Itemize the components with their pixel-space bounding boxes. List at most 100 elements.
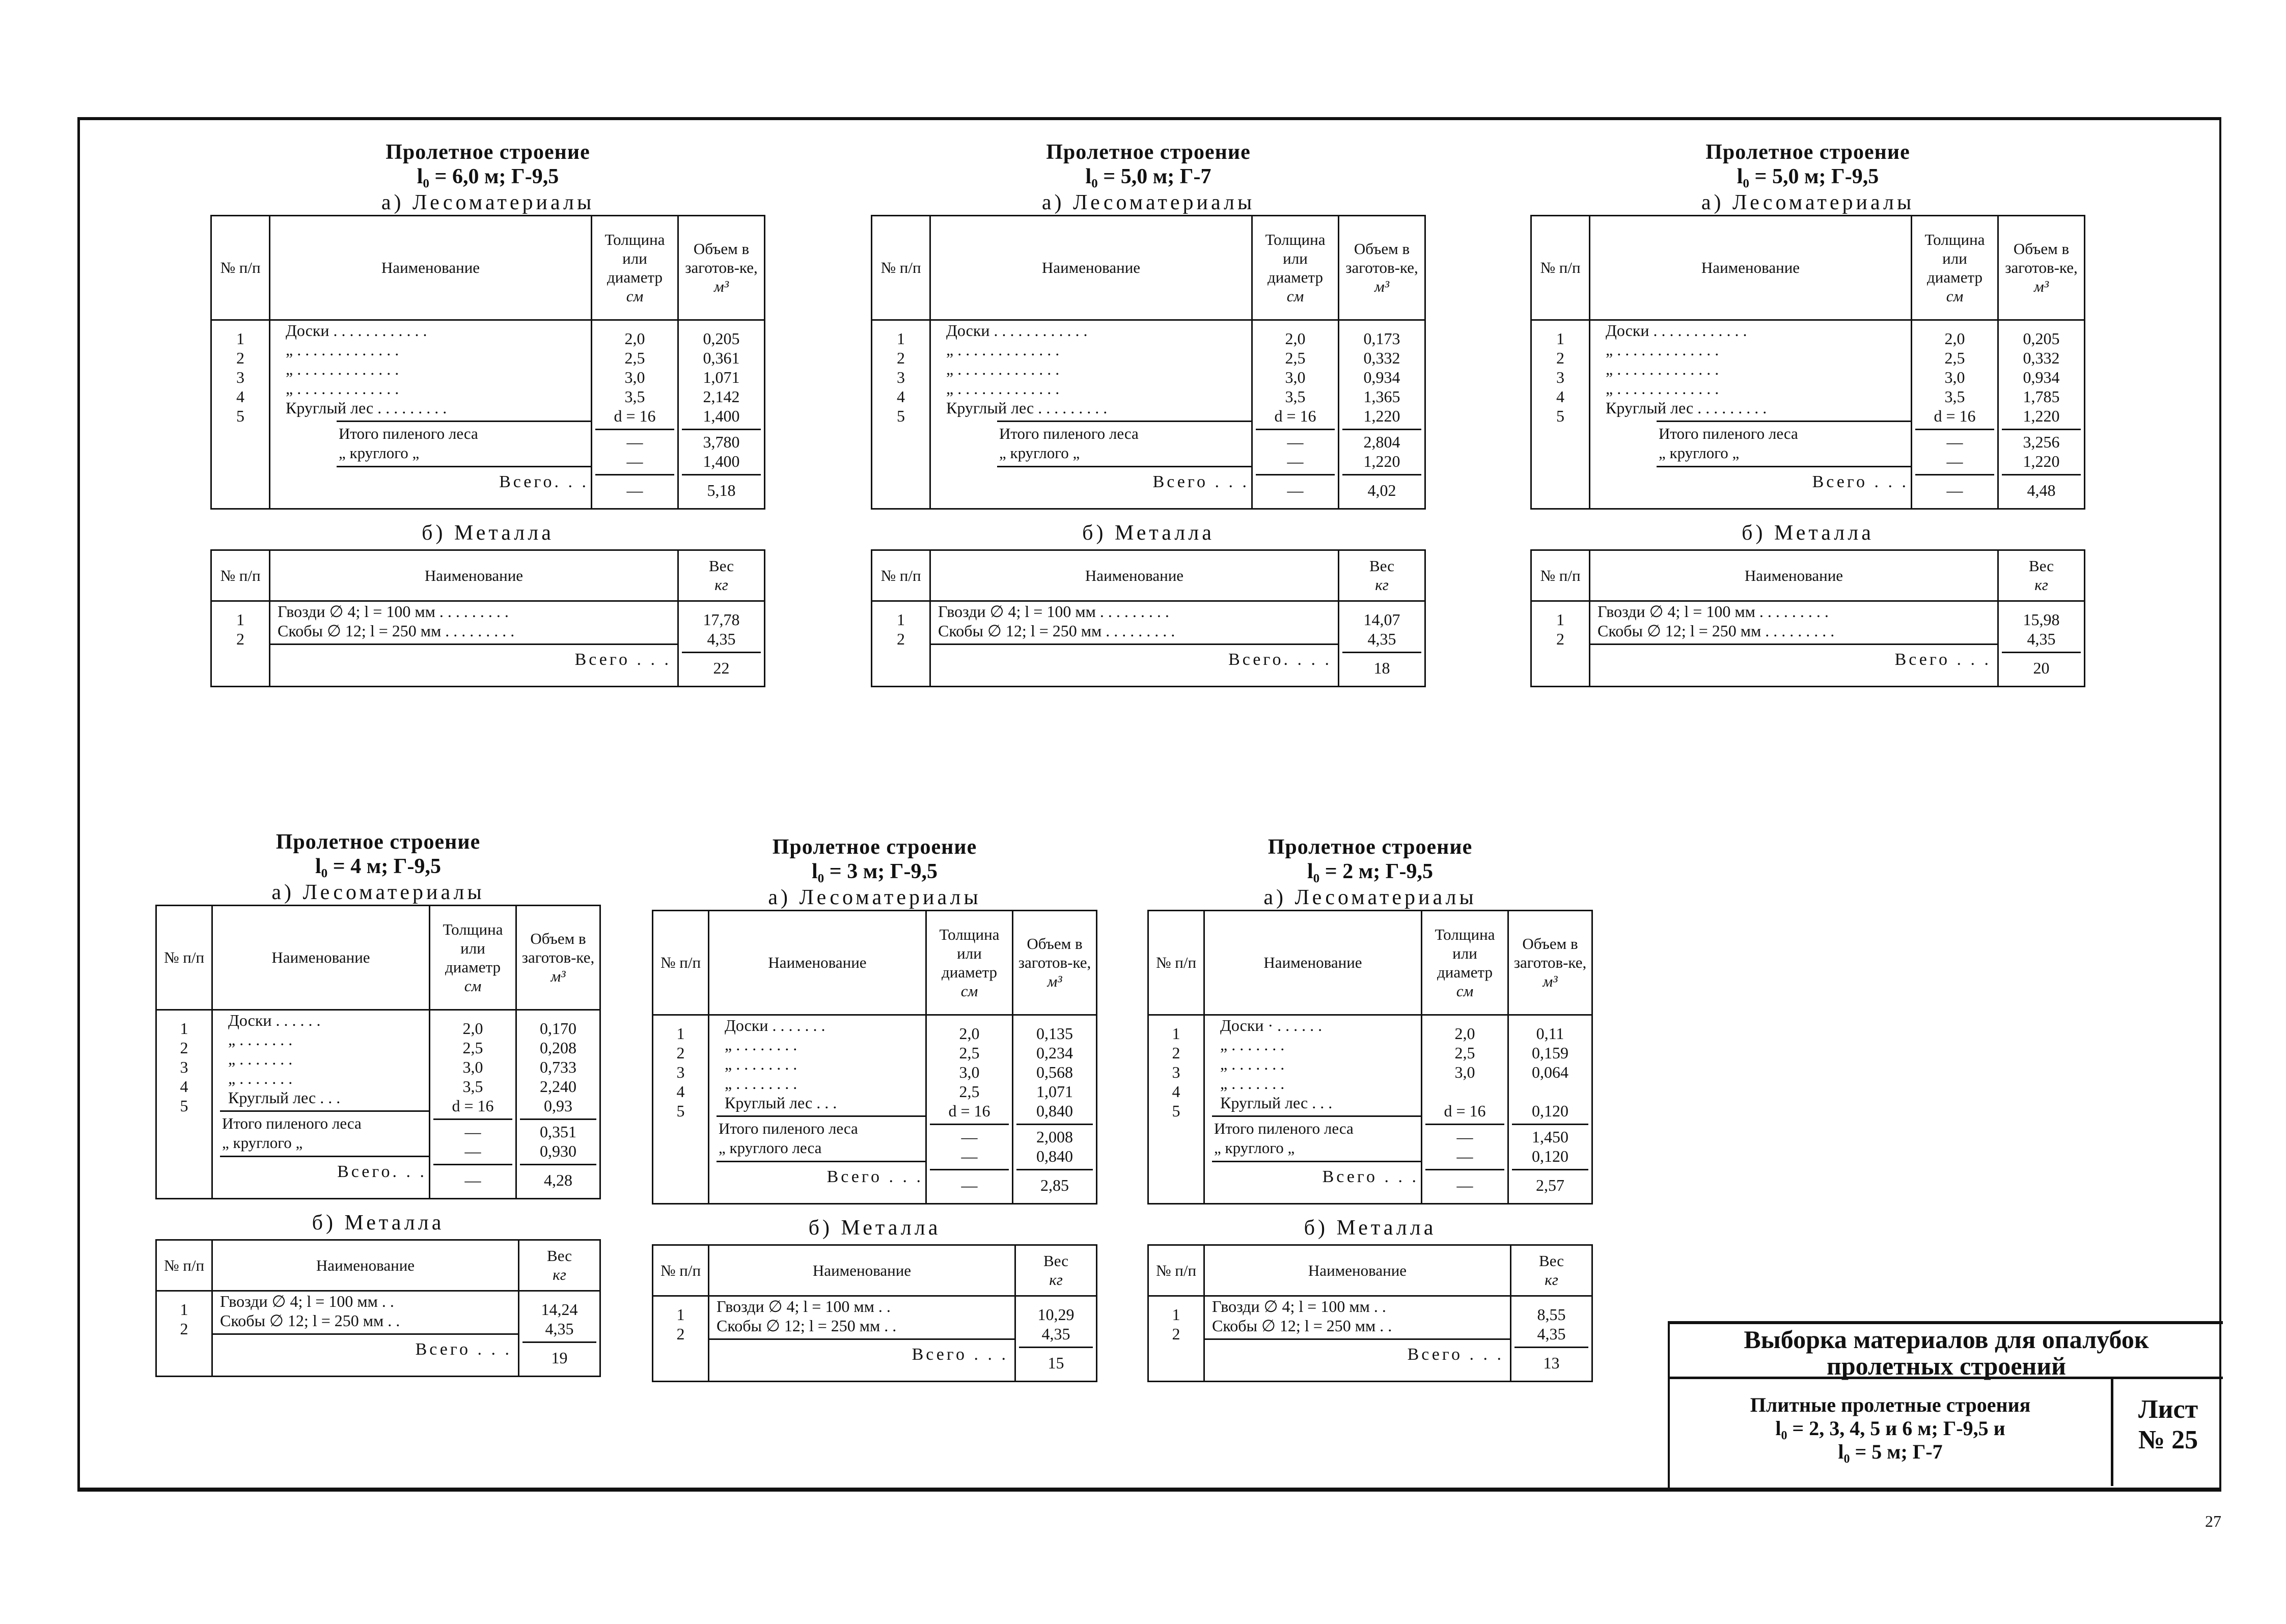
header-weight-unit: кг [2034,576,2048,594]
header-weight-label: Вес [1043,1252,1068,1270]
lumber-total-thickness: — [595,473,674,507]
subtotal-name: Итого пиленого леса [719,1119,858,1137]
lumber-row-volume: 1,071 [1036,1082,1073,1101]
lumber-row-volume: 0,568 [1036,1062,1073,1081]
metal-row-num: 2 [676,1324,685,1343]
metal-row-num: 2 [897,629,905,648]
metal-total-label: Всего . . . [709,1338,1014,1371]
metal-total-weight: 13 [1514,1346,1588,1380]
block-spec: l₀ = 6,0 м; Г-9,5 [417,165,559,189]
lumber-total-thickness: — [930,1168,1009,1202]
lumber-row-volume: 0,93 [544,1096,572,1115]
subtotal-name: „ круглого „ [1214,1138,1295,1157]
thick-subtotals: —— [1425,1123,1504,1166]
metal-name-cell: Гвозди ∅ 4; l = 100 мм . .Скобы ∅ 12; l … [211,1290,519,1377]
subtotal-thickness: — [464,1122,481,1141]
lumber-row-thickness: 2,5 [1944,348,1965,367]
lumber-row-num: 2 [180,1038,188,1057]
lumber-row-thickness: 3,0 [959,1062,980,1081]
header-thickness-label: Толщина или диаметр [1435,925,1495,981]
stamp-desc-line2: l₀ = 2, 3, 4, 5 и 6 м; Г-9,5 и [1775,1417,2005,1440]
header-thickness-unit: см [1946,287,1964,305]
subtotal-volume: 1,220 [2023,452,2060,470]
header-weight-label: Вес [1369,557,1394,575]
lumber-row-thickness: 2,0 [624,329,645,348]
header-num: № п/п [652,909,709,1016]
block-title: Пролетное строение [1046,141,1251,164]
lumber-row-volume: 1,785 [2023,387,2060,406]
lumber-row-volume: 0,135 [1036,1024,1073,1043]
header-weight-label: Вес [709,557,734,575]
lumber-row-name: Доски . . . . . . . . . . . . [1606,321,1747,340]
metal-row-num: 2 [236,629,244,648]
subtotal-volume: 2,804 [1363,432,1400,451]
subtotal-volume: 0,930 [540,1141,576,1160]
lumber-row-num: 3 [1556,368,1564,386]
lumber-row-volume: 0,361 [703,348,740,367]
lumber-row-num: 5 [236,406,244,425]
header-name: Наименование [1589,549,1999,602]
metal-row-weight: 4,35 [1041,1324,1070,1343]
block-title: Пролетное строение [1268,835,1473,859]
lumber-row-num: 4 [236,387,244,406]
header-volume-label: Объем в заготов-ке, [1345,240,1418,277]
metal-row-name: Гвозди ∅ 4; l = 100 мм . . [1212,1297,1386,1315]
lumber-row-num: 4 [180,1077,188,1096]
header-thickness-unit: см [960,982,978,1000]
metal-row-weight: 14,24 [541,1300,578,1319]
subtotal-thickness: — [961,1146,978,1165]
header-volume-unit: м³ [550,967,566,986]
lumber-row-thickness: 3,5 [462,1077,483,1096]
header-volume-unit: м³ [1374,277,1390,296]
header-thickness-label: Толщина или диаметр [604,230,665,286]
lumber-row-volume: 0,173 [1363,329,1400,348]
metal-section-title: б) Металла [1304,1216,1437,1240]
lumber-row-num: 2 [1556,348,1564,367]
lumber-row-thickness: 3,5 [1285,387,1306,406]
lumber-row-num: 3 [236,368,244,386]
header-num: № п/п [652,1244,709,1297]
metal-row-name: Скобы ∅ 12; l = 250 мм . . . . . . . . . [278,621,515,640]
header-num: № п/п [871,214,931,321]
lumber-row-num: 2 [1172,1043,1180,1062]
header-name: Наименование [708,1244,1016,1297]
metal-row-weight: 8,55 [1537,1305,1566,1324]
header-name: Наименование [1203,1244,1511,1297]
header-volume-unit: м³ [2033,277,2049,296]
header-thickness-unit: см [464,977,482,995]
lumber-row-thickness: 2,5 [624,348,645,367]
metal-row-name: Гвозди ∅ 4; l = 100 мм . . [717,1297,891,1315]
metal-name-cell: Гвозди ∅ 4; l = 100 мм . .Скобы ∅ 12; l … [708,1295,1016,1382]
metal-total-weight: 20 [2002,651,2081,685]
lumber-row-num: 2 [676,1043,685,1062]
lumber-row-num: 5 [897,406,905,425]
header-num: № п/п [1147,909,1205,1016]
title-stamp: Выборка материалов для опалубок пролетны… [1668,1321,2223,1488]
header-weight-label: Вес [1539,1252,1564,1270]
lumber-row-name: Круглый лес . . . . . . . . . [286,398,447,417]
metal-row-weight: 4,35 [2027,629,2056,648]
header-name: Наименование [269,214,592,321]
lumber-total-volume: 4,02 [1342,473,1421,507]
header-num: № п/п [871,549,931,602]
lumber-row-thickness: 2,0 [462,1019,483,1038]
lumber-total-label: Всего . . . [1212,1160,1421,1194]
